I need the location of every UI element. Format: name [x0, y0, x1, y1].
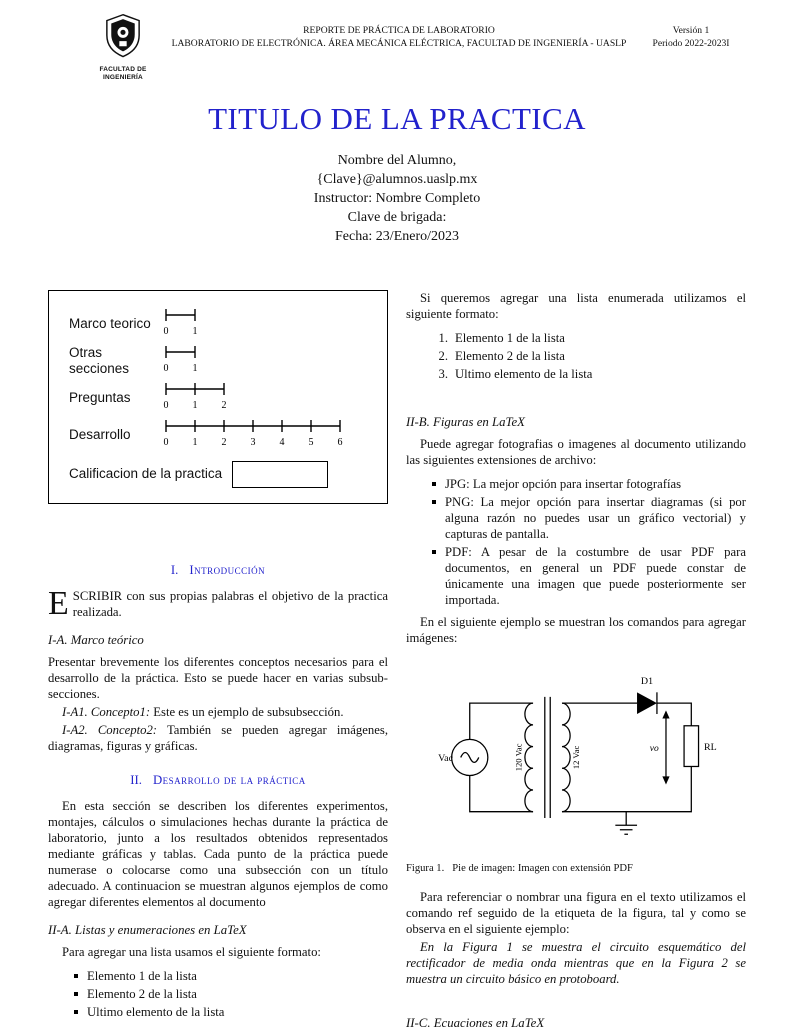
subsubsection-concepto2: I-A2. Concepto2: También se pueden agreg…: [48, 723, 388, 753]
svg-text:6: 6: [338, 437, 343, 448]
author-block: Nombre del Alumno, {Clave}@alumnos.uaslp…: [48, 151, 746, 246]
list-item: PNG: La mejor opción para insertar diagr…: [432, 494, 746, 542]
rectifier-circuit-diagram: Vac 120 Vac 12 Vac D1 vo RL: [438, 676, 717, 835]
author-email: {Clave}@alumnos.uaslp.mx: [316, 172, 478, 187]
svg-text:0: 0: [164, 400, 169, 411]
svg-text:3: 3: [251, 437, 256, 448]
list-item: Elemento 2 de la lista: [74, 986, 388, 1002]
figure-1: Vac 120 Vac 12 Vac D1 vo RL: [406, 662, 746, 846]
file-format-list: JPG: La mejor opción para insertar fotog…: [432, 476, 746, 610]
rubric-scale: 0 1 2 3 4 5 6: [164, 419, 343, 448]
list-item: 2.Elemento 2 de la lista: [438, 349, 565, 363]
list-item: JPG: La mejor opción para insertar fotog…: [432, 476, 746, 492]
svg-text:2: 2: [222, 400, 227, 411]
subsection-marco-teorico: I-A. Marco teórico: [48, 633, 144, 647]
header-line2: LABORATORIO DE ELECTRÓNICA. ÁREA MECÁNIC…: [171, 38, 627, 49]
svg-text:1: 1: [193, 400, 198, 411]
rubric-scale: 0 1 2: [164, 382, 227, 411]
svg-text:1: 1: [193, 437, 198, 448]
listas-intro-paragraph: Para agregar una lista usamos el siguien…: [62, 945, 321, 959]
label-primary-voltage: 120 Vac: [513, 743, 523, 771]
university-logo: FACULTAD DE INGENIERÍA: [84, 12, 162, 81]
svg-text:2: 2: [222, 437, 227, 448]
university-crest-icon: [106, 13, 140, 58]
grade-input-box: [232, 460, 329, 488]
author-name: Nombre del Alumno,: [337, 153, 457, 168]
svg-text:0: 0: [164, 326, 169, 337]
list-item: 3.Ultimo elemento de la lista: [438, 367, 593, 381]
page-title: TITULO DE LA PRACTICA: [208, 101, 586, 136]
header-center: REPORTE DE PRÁCTICA DE LABORATORIO LABOR…: [162, 12, 636, 50]
desarrollo-paragraph: En esta sección se describen los diferen…: [48, 799, 388, 909]
subsection-ecuaciones: II-C. Ecuaciones en LaTeX: [406, 1016, 545, 1028]
svg-text:0: 0: [164, 437, 169, 448]
page-header: FACULTAD DE INGENIERÍA REPORTE DE PRÁCTI…: [48, 12, 746, 81]
list-item: 1.Elemento 1 de la lista: [438, 331, 565, 345]
rubric-row: Desarrollo 0 1 2 3 4 5 6: [69, 416, 369, 453]
header-version: Versión 1: [672, 25, 710, 36]
author-instructor: Instructor: Nombre Completo: [313, 191, 481, 206]
drop-cap: E: [48, 585, 69, 622]
section-heading-desarrollo: II.Desarrollo de la práctica: [130, 773, 306, 787]
label-rl: RL: [704, 742, 717, 753]
rubric-grade-row: Calificacion de la practica: [69, 457, 369, 491]
svg-text:4: 4: [280, 437, 285, 448]
subsubsection-concepto1: I-A1. Concepto1: Este es un ejemplo de s…: [62, 705, 344, 719]
right-column: Si queremos agregar una lista enumerada …: [406, 290, 746, 1028]
svg-text:1: 1: [193, 363, 198, 374]
svg-text:1: 1: [193, 326, 198, 337]
figura-comandos-paragraph: En el siguiente ejemplo se muestran los …: [406, 615, 746, 645]
ref-paragraph: Para referenciar o nombrar una figura en…: [406, 890, 746, 936]
rubric-row: Preguntas 0 1 2: [69, 379, 369, 416]
marco-teorico-paragraph: Presentar brevemente los diferentes conc…: [48, 655, 388, 701]
enum-intro-paragraph: Si queremos agregar una lista enumerada …: [406, 291, 746, 321]
header-line1: REPORTE DE PRÁCTICA DE LABORATORIO: [303, 25, 495, 36]
figure-1-caption: Figura 1.Pie de imagen: Imagen con exten…: [406, 863, 633, 874]
bullet-list: Elemento 1 de la lista Elemento 2 de la …: [74, 968, 388, 1022]
list-item: Ultimo elemento de la lista: [74, 1004, 388, 1020]
author-date: Fecha: 23/Enero/2023: [334, 229, 460, 244]
ref-example-paragraph: En la Figura 1 se muestra el circuito es…: [406, 940, 746, 986]
rubric-label: Otras secciones: [69, 344, 130, 376]
rubric-label: Preguntas: [69, 389, 131, 405]
rubric-grade-label: Calificacion de la practica: [69, 466, 223, 481]
rubric-label: Marco teorico: [69, 315, 151, 331]
svg-text:0: 0: [164, 363, 169, 374]
label-vo: vo: [650, 744, 659, 754]
numbered-list: 1.Elemento 1 de la lista 2.Elemento 2 de…: [432, 330, 746, 384]
header-right: Versión 1 Periodo 2022-2023I: [636, 12, 746, 50]
svg-text:5: 5: [309, 437, 314, 448]
subsection-listas: II-A. Listas y enumeraciones en LaTeX: [48, 923, 247, 937]
rubric-scale-preguntas: 0 1 2: [161, 380, 231, 416]
rubric-label: Desarrollo: [69, 426, 131, 442]
figuras-intro-paragraph: Puede agregar fotografias o imagenes al …: [406, 437, 746, 467]
list-item: PDF: A pesar de la costumbre de usar PDF…: [432, 544, 746, 608]
subsection-figuras: II-B. Figuras en LaTeX: [406, 415, 525, 429]
rubric-scale-desarrollo: 0 1 2 3 4 5 6: [161, 417, 347, 453]
logo-caption: FACULTAD DE INGENIERÍA: [99, 66, 147, 81]
list-item: Elemento 1 de la lista: [74, 968, 388, 984]
author-brigade: Clave de brigada:: [347, 210, 447, 225]
label-d1: D1: [641, 676, 653, 687]
header-period: Periodo 2022-2023I: [652, 38, 730, 49]
label-vac: Vac: [438, 753, 453, 764]
section-heading-introduccion: I.Introducción: [170, 563, 266, 577]
label-secondary-voltage: 12 Vac: [571, 746, 581, 770]
